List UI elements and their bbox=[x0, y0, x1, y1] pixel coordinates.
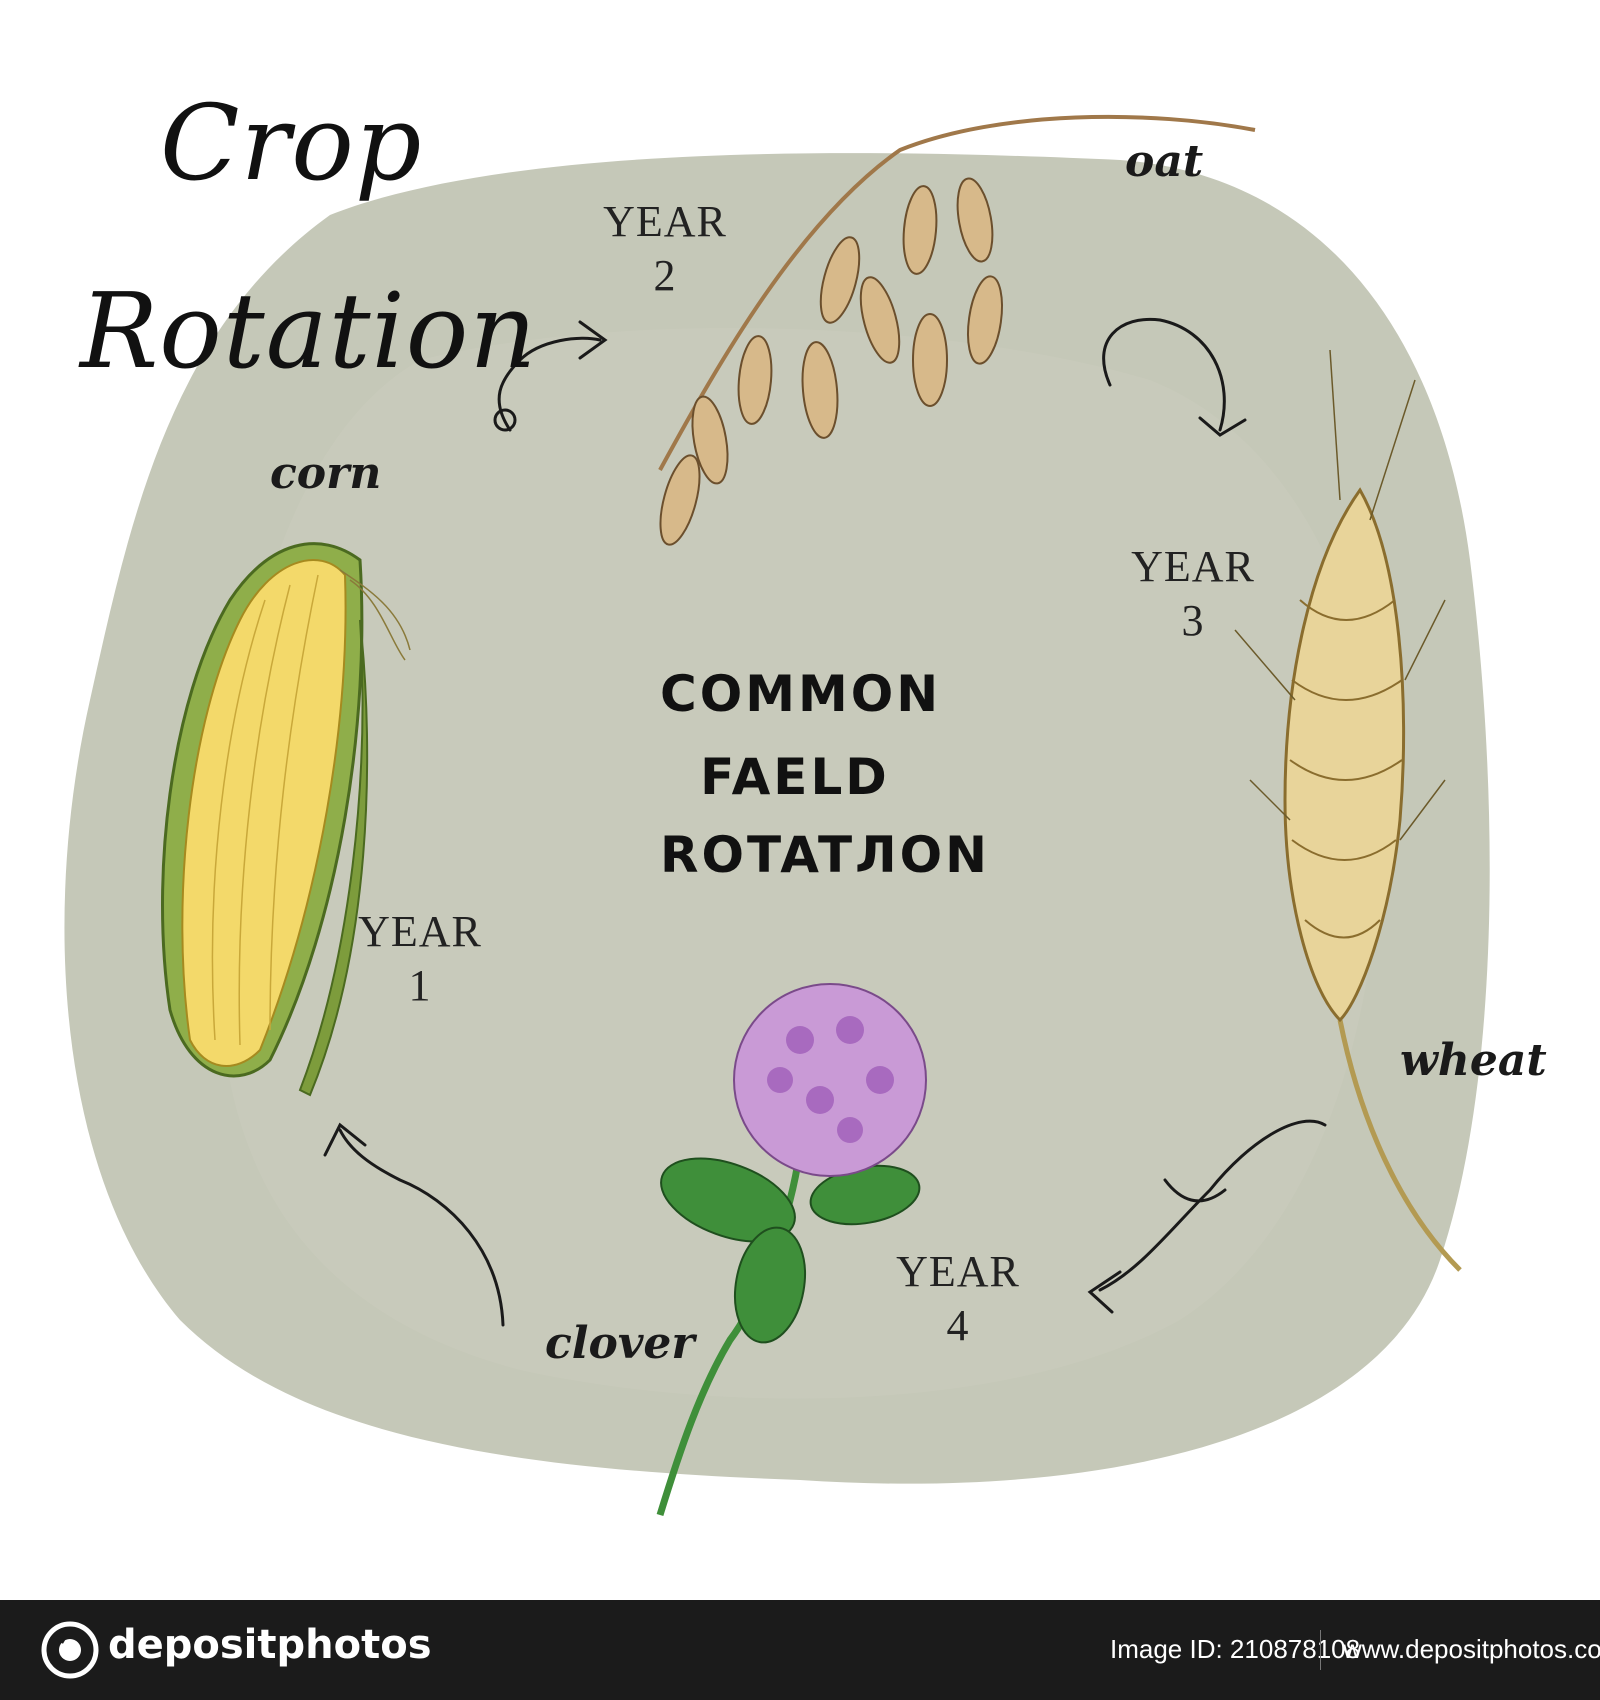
clover-petal bbox=[767, 1067, 793, 1093]
corn-cob bbox=[181, 559, 347, 1067]
arrow-year2-to-year3 bbox=[1102, 317, 1247, 437]
wheat-spikelet bbox=[1291, 839, 1397, 861]
year-2-label: YEAR 2 bbox=[600, 195, 730, 303]
oat-grain bbox=[859, 276, 901, 364]
wheat-spikelet bbox=[1291, 679, 1403, 701]
year-3-number: 3 bbox=[1181, 596, 1205, 645]
oat-grain bbox=[912, 313, 948, 407]
center-title-line3: ROTATЛON bbox=[660, 826, 991, 884]
oat-illustration bbox=[658, 114, 1256, 546]
oat-grain bbox=[956, 177, 994, 263]
background-blob-inner bbox=[218, 327, 1380, 1399]
center-title-line1: COMMON bbox=[660, 665, 942, 723]
wheat-spikelet bbox=[1299, 599, 1396, 621]
oat-grain bbox=[801, 341, 839, 439]
year-3-label: YEAR 3 bbox=[1128, 540, 1258, 648]
clover-label: clover bbox=[545, 1318, 695, 1369]
corn-husk-leaf bbox=[298, 619, 369, 1097]
footer-divider bbox=[1320, 1630, 1321, 1670]
footer-url[interactable]: www.depositphotos.com bbox=[1343, 1634, 1600, 1664]
clover-petal bbox=[786, 1026, 814, 1054]
center-title-line2: FAELD bbox=[700, 748, 890, 806]
oat-grain bbox=[737, 335, 773, 425]
year-3-word: YEAR bbox=[1131, 542, 1255, 591]
corn-kernel-row bbox=[211, 599, 266, 1041]
year-2-number: 2 bbox=[653, 251, 677, 300]
wheat-awn bbox=[1399, 779, 1446, 841]
year-2-word: YEAR bbox=[603, 197, 727, 246]
oat-grain bbox=[691, 395, 729, 485]
oat-stem bbox=[658, 114, 1256, 471]
oat-label: oat bbox=[1125, 136, 1204, 187]
corn-kernel-row bbox=[269, 574, 319, 1031]
diagram-graphics bbox=[64, 114, 1490, 1517]
wheat-awn bbox=[1234, 629, 1296, 701]
clover-flower bbox=[733, 983, 927, 1177]
clover-leaf bbox=[660, 1157, 796, 1243]
wheat-illustration bbox=[1234, 349, 1462, 1272]
oat-grain bbox=[902, 185, 938, 275]
clover-petal bbox=[837, 1117, 863, 1143]
diagram-title-line1: Crop bbox=[160, 82, 423, 204]
clover-petal bbox=[836, 1016, 864, 1044]
stock-footer-bar: depositphotos Image ID: 210878108 www.de… bbox=[0, 1600, 1600, 1700]
year-1-word: YEAR bbox=[358, 907, 482, 956]
wheat-spikelet bbox=[1304, 919, 1381, 939]
wheat-awn bbox=[1404, 599, 1446, 681]
arrow-year3-to-year4 bbox=[1087, 1119, 1327, 1314]
year-4-number: 4 bbox=[946, 1301, 970, 1350]
year-4-label: YEAR 4 bbox=[893, 1245, 1023, 1353]
wheat-label: wheat bbox=[1400, 1035, 1547, 1086]
clover-petal bbox=[866, 1066, 894, 1094]
footer-logo-text[interactable]: depositphotos bbox=[108, 1622, 432, 1668]
wheat-awn bbox=[1369, 379, 1416, 521]
oat-grain bbox=[819, 236, 861, 324]
wheat-stem bbox=[1337, 1019, 1462, 1272]
wheat-awn bbox=[1249, 779, 1291, 821]
corn-silk bbox=[339, 569, 411, 651]
oat-grain bbox=[967, 275, 1003, 365]
wheat-spikelet bbox=[1289, 759, 1403, 781]
clover-illustration bbox=[656, 983, 927, 1517]
year-1-number: 1 bbox=[408, 961, 432, 1010]
corn-label: corn bbox=[270, 448, 382, 499]
diagram-title-line2: Rotation bbox=[80, 270, 538, 392]
oat-grain bbox=[659, 454, 701, 546]
clover-leaf bbox=[734, 1226, 806, 1344]
footer-image-id: Image ID: 210878108 bbox=[1110, 1634, 1361, 1664]
corn-illustration bbox=[161, 542, 411, 1097]
wheat-awn bbox=[1329, 349, 1341, 501]
clover-petal bbox=[806, 1086, 834, 1114]
arrow-year4-to-year1 bbox=[323, 1122, 505, 1327]
year-1-label: YEAR 1 bbox=[355, 905, 485, 1013]
corn-silk bbox=[349, 579, 406, 661]
corn-kernel-row bbox=[238, 584, 291, 1046]
depositphotos-logo-icon bbox=[41, 1621, 99, 1679]
year-4-word: YEAR bbox=[896, 1247, 1020, 1296]
arrow-year1-to-year2 bbox=[493, 320, 608, 432]
